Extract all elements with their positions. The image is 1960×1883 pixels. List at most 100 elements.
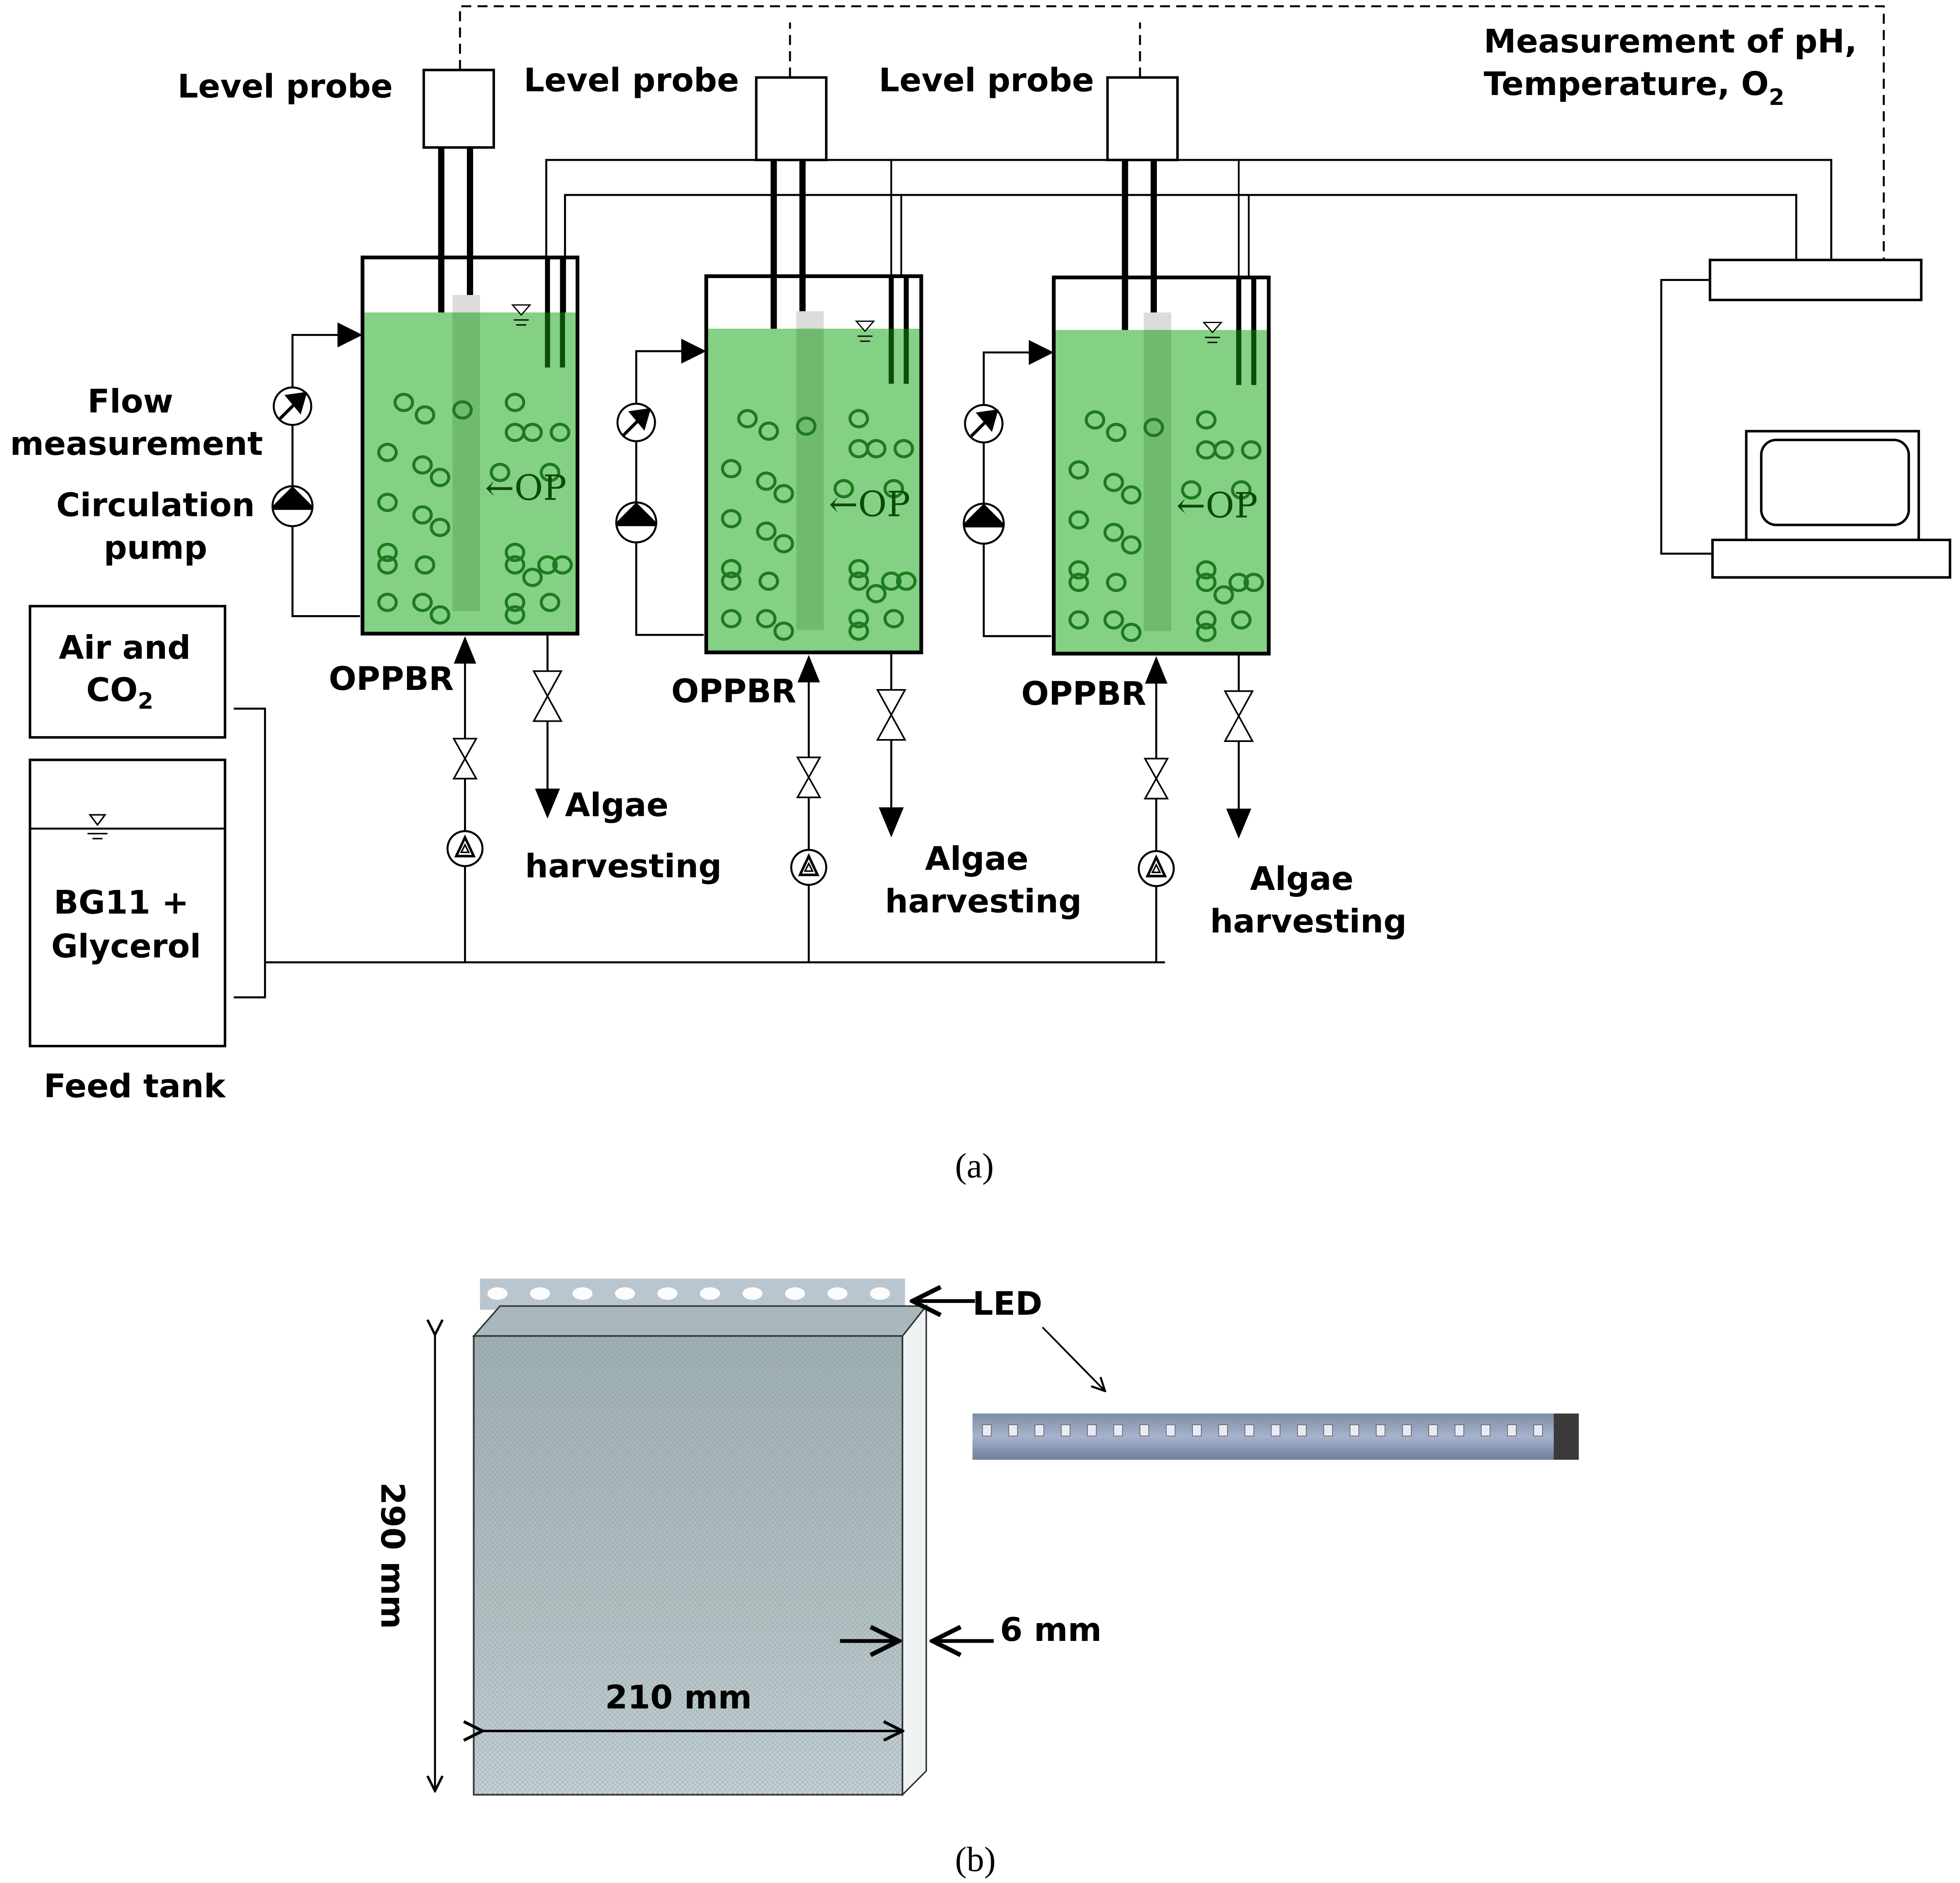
algae-cell <box>756 609 777 628</box>
algae-cell <box>540 463 561 482</box>
algae-cell <box>504 605 526 625</box>
algae-cell <box>756 521 777 541</box>
algae-cell <box>1231 610 1252 630</box>
feed-tank-box <box>29 758 226 1048</box>
led-dot <box>530 1287 550 1300</box>
feed-pump-triangle-inner <box>804 862 814 872</box>
algae-cell <box>796 416 817 436</box>
algae-cell <box>848 571 869 591</box>
algae-cell <box>721 509 742 528</box>
optical-panel <box>1144 330 1171 631</box>
measurement-label-line2-text: Temperature, O <box>1484 65 1769 103</box>
led-chip <box>1454 1424 1464 1436</box>
flow-meter-arrow <box>623 408 651 436</box>
circulation-pump-label-line2: pump <box>104 528 207 566</box>
algae-cell <box>1106 423 1127 442</box>
panel-top-bevel <box>472 1305 928 1337</box>
pump-triangle <box>616 502 657 526</box>
inlet-valve-icon <box>1144 758 1169 800</box>
feed-pump-triangle <box>1145 854 1167 877</box>
algae-cell <box>412 592 433 612</box>
feed-pump-triangle <box>454 834 476 858</box>
led-chip <box>1323 1424 1333 1436</box>
level-probe-box <box>422 69 495 149</box>
level-probe-signal-line <box>459 5 1885 263</box>
air-co2-label-line1: Air and <box>59 628 190 666</box>
led-chip <box>1008 1424 1018 1436</box>
panel-side-edge <box>902 1304 927 1797</box>
algae-cell <box>1228 573 1249 592</box>
optical-panel <box>452 312 480 611</box>
algae-cell <box>377 592 398 612</box>
led-dot <box>487 1287 508 1300</box>
reactor-vessel <box>360 255 580 636</box>
algae-cell <box>893 439 914 459</box>
algae-cell <box>504 555 526 575</box>
optical-panel <box>796 328 824 630</box>
caption-a: (a) <box>955 1147 994 1185</box>
air-co2-label-line2: CO2 <box>86 671 153 714</box>
algae-cell <box>1196 623 1217 642</box>
reactors: ←OPOPPBRAlgaeharvesting←OPOPPBRAlgaeharv… <box>271 69 1407 963</box>
algae-cell <box>737 409 758 428</box>
led-chip <box>1376 1424 1386 1436</box>
measurement-label-subscript: 2 <box>1769 84 1784 110</box>
liquid-level-icon <box>855 320 875 332</box>
led-chip <box>1139 1424 1149 1436</box>
led-dot <box>827 1287 848 1300</box>
led-chip <box>982 1424 992 1436</box>
liquid-level-icon <box>87 814 108 839</box>
op-label: ←OP <box>1176 485 1258 525</box>
algae-cell <box>377 442 398 462</box>
feed-label-line2: Glycerol <box>51 927 201 965</box>
led-detail-arrow <box>1042 1327 1105 1391</box>
led-chip <box>1035 1424 1044 1436</box>
algae-cell <box>1068 573 1089 592</box>
reactor-label: OPPBR <box>329 660 454 698</box>
algae-cell <box>721 559 742 578</box>
led-chip <box>1297 1424 1307 1436</box>
measurement-label-line2: Temperature, O2 <box>1484 65 1784 110</box>
flow-meter-arrow <box>279 392 307 420</box>
algae-cell <box>848 559 869 578</box>
algae-cell <box>414 405 435 425</box>
led-chip <box>1087 1424 1097 1436</box>
led-strip-detail <box>972 1413 1579 1460</box>
harvest-arrow-icon <box>535 788 560 819</box>
algae-cell <box>430 518 450 537</box>
algae-cell <box>504 392 526 412</box>
algae-cell <box>848 621 869 641</box>
led-chip <box>1061 1424 1070 1436</box>
algae-cell <box>1213 440 1234 460</box>
inflow-arrow-icon <box>681 338 706 364</box>
led-chip <box>1113 1424 1123 1436</box>
algae-cell <box>773 534 794 554</box>
harvest-valve-icon <box>876 689 906 741</box>
algae-cell <box>1121 623 1142 642</box>
controller-to-computer-cable <box>1660 279 1713 555</box>
air-co2-supply: Air and CO2 <box>29 605 226 739</box>
measurement-label: Measurement of pH, <box>1484 22 1857 60</box>
algae-cell <box>452 400 473 420</box>
algae-cell <box>1121 535 1142 555</box>
supply-bracket <box>233 707 266 999</box>
air-co2-subscript: 2 <box>138 687 153 714</box>
algae-cell <box>866 439 887 459</box>
reactor-label: OPPBR <box>1021 675 1147 713</box>
algae-cell <box>490 463 511 482</box>
algae-cell <box>1103 523 1124 542</box>
algae-cell <box>758 421 779 441</box>
flow-measurement-label-line2: measurement <box>10 425 263 463</box>
algae-cell <box>773 484 794 504</box>
harvest-label-line2: harvesting <box>525 847 722 885</box>
algae-cell <box>1068 560 1089 580</box>
reactor-vessel <box>1051 276 1271 656</box>
inflow-arrow-icon <box>337 322 363 348</box>
pump-triangle <box>272 486 313 510</box>
algae-cell <box>430 605 450 625</box>
gas-inlet-arrow-icon <box>1145 656 1168 684</box>
panel-figure: 290 mm 210 mm 6 mm LED (b) <box>373 1278 1579 1879</box>
algae-cell <box>549 423 571 442</box>
thickness-label: 6 mm <box>1000 1611 1101 1649</box>
